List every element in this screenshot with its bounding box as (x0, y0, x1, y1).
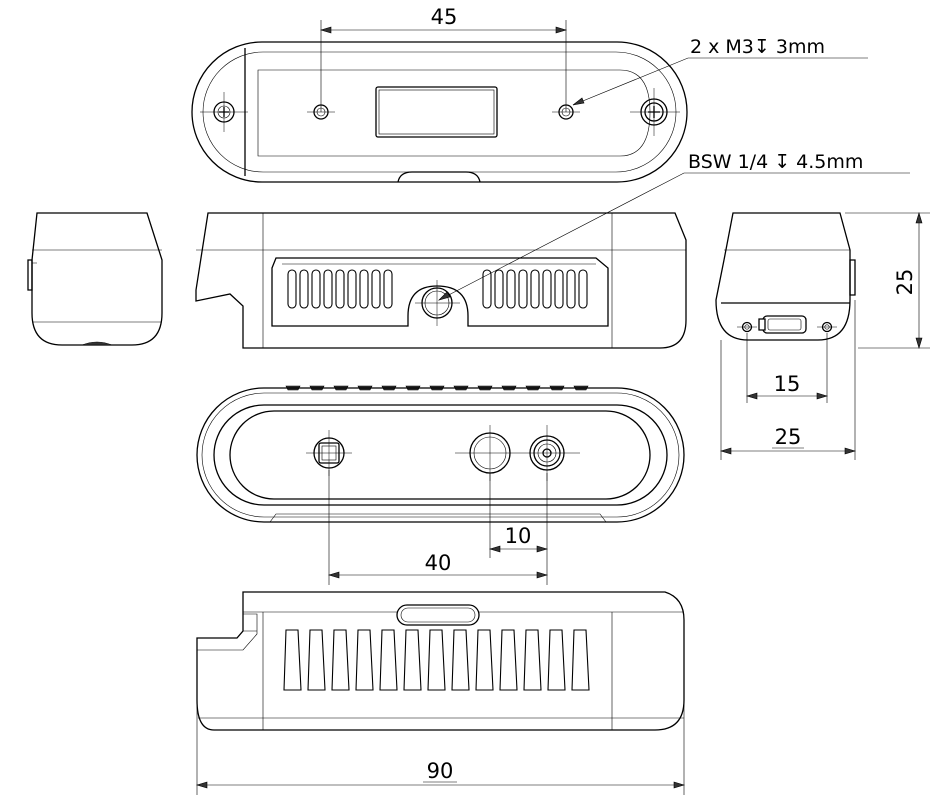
vent-slots-right (482, 269, 588, 309)
dim-15: 15 (774, 372, 801, 396)
side-vent-slots (283, 629, 590, 691)
vent-slots-left (287, 269, 393, 309)
dim-40: 40 (425, 551, 452, 575)
side-view: 90 (195, 591, 686, 795)
vent-tabs (285, 385, 589, 391)
dim-25-width: 25 (775, 425, 802, 449)
bsw-callout: BSW 1/4 ↧ 4.5mm (688, 151, 863, 173)
front-view: BSW 1/4 ↧ 4.5mm (195, 151, 910, 349)
tripod-thread-hole (415, 280, 460, 326)
dim-90: 90 (427, 759, 454, 783)
top-view: 45 2 x M3↧ 3mm (191, 5, 868, 183)
dim-45: 45 (431, 5, 458, 29)
m3-callout: 2 x M3↧ 3mm (690, 36, 825, 58)
bottom-view: 10 40 (196, 385, 685, 585)
right-end-view: 25 15 25 (715, 211, 930, 460)
left-end-view (27, 212, 163, 346)
dim-10: 10 (505, 524, 532, 548)
dim-25-height: 25 (893, 269, 917, 296)
